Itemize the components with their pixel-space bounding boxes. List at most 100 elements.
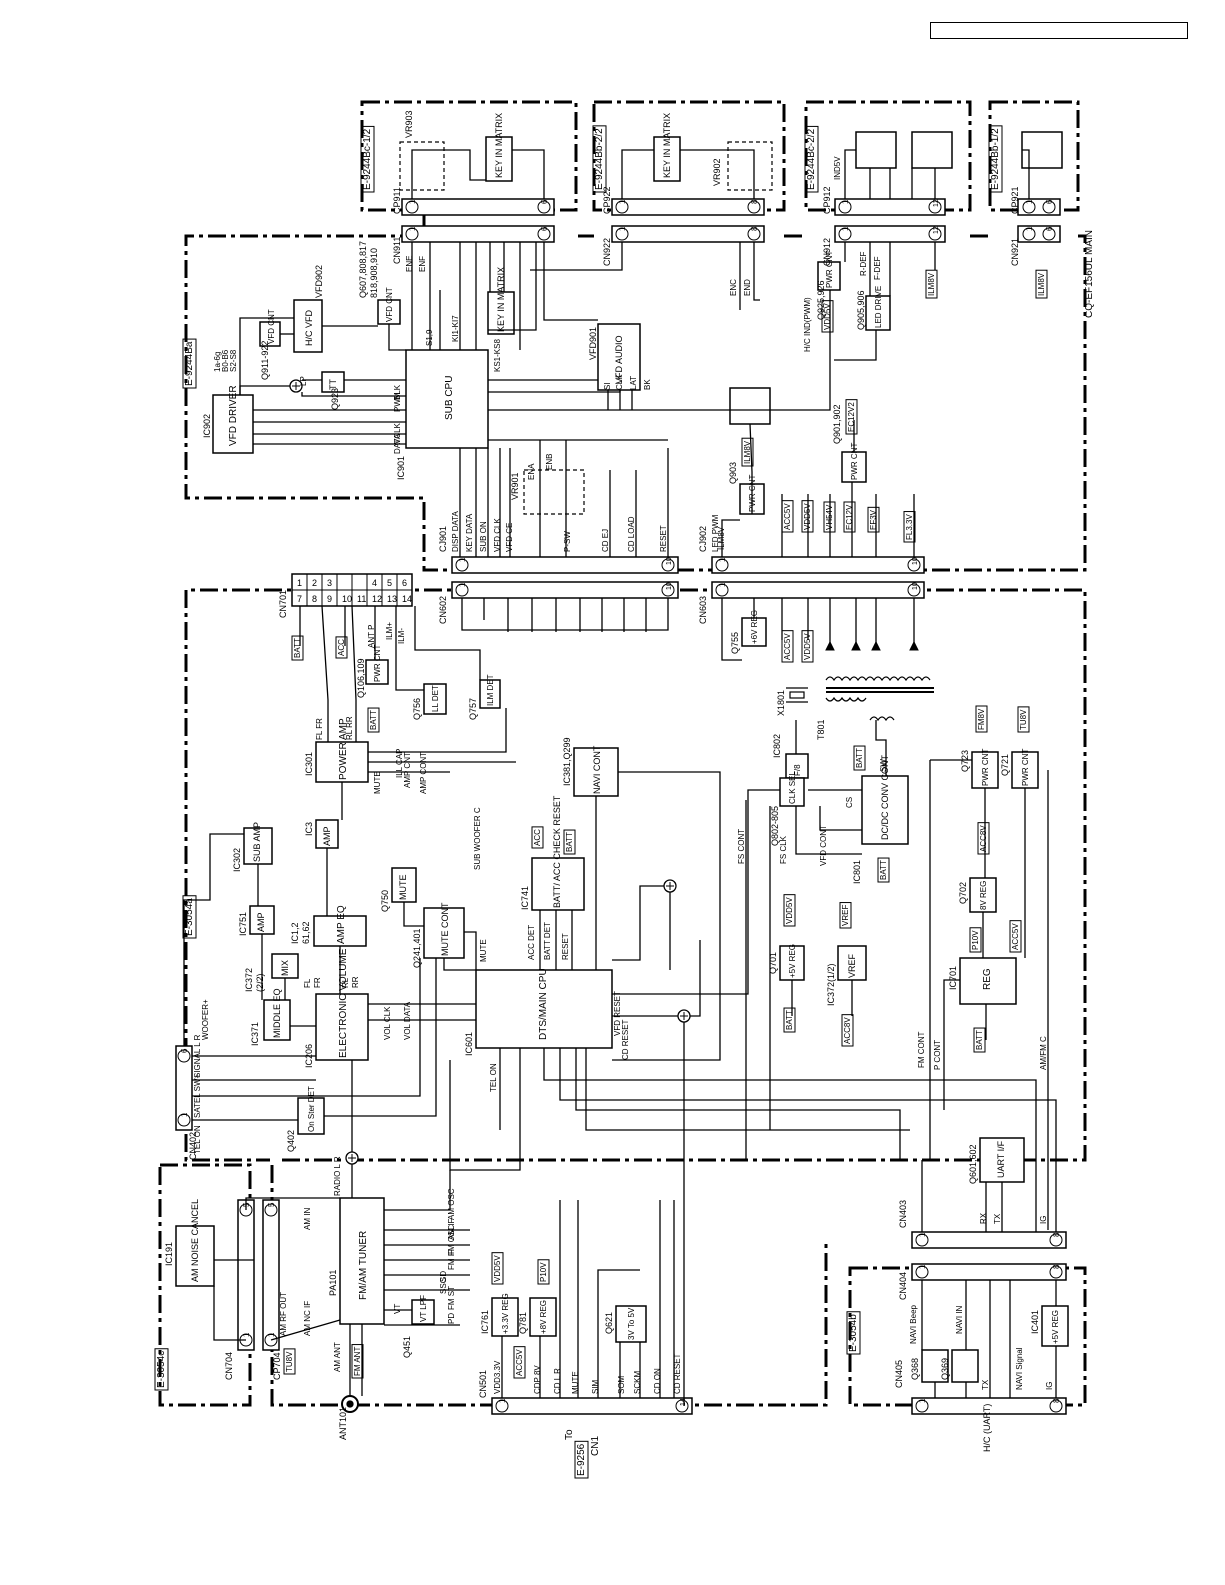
block-mix (271, 953, 299, 979)
sig-mute: MUTE (373, 771, 382, 794)
diodes (825, 640, 919, 651)
sig-fr: FR (313, 977, 322, 988)
part-ic601: IC601 (464, 1032, 474, 1056)
sig-acc-box (335, 636, 348, 659)
sig-vdd5v-5: VDD5V (493, 1255, 502, 1282)
pin-8-cn922: 8 (750, 226, 759, 231)
sig-cd-load: CD LOAD (627, 516, 636, 552)
header-box (930, 22, 1188, 39)
text-navi-cont: NAVI CONT (592, 745, 602, 794)
sig-am-rf-out: AM RF OUT (279, 1292, 288, 1336)
sig-end: END (743, 279, 752, 296)
label-cp704: CP704 (272, 1352, 282, 1380)
sig-fm-osc: FM OSC (447, 1225, 456, 1256)
sig-reset: RESET (659, 525, 668, 552)
block-dts-main-cpu (475, 969, 613, 1049)
pin-1-cn602: 1 (458, 582, 467, 587)
text-mute-cont: MUTE CONT (440, 902, 450, 956)
part-ic381: IC381,Q299 (562, 737, 572, 786)
part-q901: Q901,902 (832, 404, 842, 444)
sig-amp-cont: AMP CONT (419, 752, 428, 794)
part-ic802: IC802 (772, 734, 782, 758)
board-label-audio: E-3054a (184, 898, 195, 936)
pin-1-cp912: 1 (841, 199, 850, 204)
sig-fl: FL (303, 978, 312, 988)
text-5v-reg: +5V REG (788, 944, 797, 978)
part-q721: Q721 (1000, 754, 1010, 776)
sig-vh54v: VH54V (825, 504, 834, 530)
pin-1-cj902: 1 (718, 557, 727, 562)
label-cn912: CN912 (822, 238, 832, 266)
cn701-pin: 5 (387, 578, 392, 588)
part-q750: Q750 (380, 890, 390, 912)
sig-acc5v-2: ACC5V (783, 633, 792, 660)
part-q601: Q601,602 (968, 1144, 978, 1184)
text-middle-eq: MIDDLE EQ (272, 988, 282, 1038)
part-ic372b: (2/2) (255, 973, 265, 992)
sig-ilm8v-2-box (1035, 269, 1048, 299)
part-ic801: IC801 (852, 860, 862, 884)
text-uart: UART I/F (996, 1140, 1006, 1178)
board-label-vr903-box (360, 125, 375, 193)
text-amp-2: AMP (256, 912, 266, 932)
label-cp922: CP922 (602, 186, 612, 214)
text-reg: REG (982, 968, 993, 990)
sig-batt-7: BATT (975, 1030, 984, 1050)
text-am-noise-cancel: AM NOISE CANCEL (190, 1199, 200, 1282)
label-cn403: CN403 (898, 1200, 908, 1228)
part-q701: Q701 (768, 952, 778, 974)
pin-1-cp704: 1 (267, 1332, 276, 1337)
block-am-noise-cancel (175, 1225, 215, 1287)
block-middle-eq (263, 999, 291, 1041)
sig-ssc: SSC (439, 1277, 448, 1294)
sig-hc-ind: H/C IND(PWM) (803, 297, 812, 352)
label-cn921: CN921 (1010, 238, 1020, 266)
part-q757: Q757 (468, 698, 478, 720)
pin-5-cn704: 5 (242, 1202, 251, 1207)
sig-am-if: AM IF (447, 1219, 456, 1240)
block-clk-sel (779, 777, 805, 807)
text-pwr-cnt-6: PWR CNT (1021, 749, 1030, 786)
sig-ilm8v-3-box (741, 437, 754, 467)
sig-p10v: P10V (971, 930, 980, 950)
block-pwr-cnt-3 (841, 451, 867, 483)
wiring (183, 149, 1057, 1406)
pin-12-cn912: 12 (933, 226, 940, 234)
block-led-2 (911, 131, 953, 169)
part-ic901: IC901 (396, 456, 406, 480)
sig-vdd5v-3-box (821, 300, 834, 333)
sig-ilm8v-box (925, 269, 938, 299)
board-label-led-b: E-9244Bb-1/2 (990, 128, 1001, 190)
block-8v-reg-2 (529, 1297, 557, 1337)
sig-mute-2: MUTE (479, 939, 488, 962)
text-hc-vfd: H/C VFD (304, 309, 314, 346)
part-q621: Q621 (604, 1312, 614, 1334)
part-ic12: IC1,2 (290, 922, 300, 944)
part-vr902: VR902 (712, 158, 722, 186)
board-outlines (158, 100, 1087, 1407)
label-cn602: CN602 (438, 596, 448, 624)
sig-fm8v-box (975, 705, 988, 733)
sig-batt: BATT (293, 638, 302, 658)
sig-si: SI (603, 382, 612, 390)
pin-1-cn603: 1 (718, 582, 727, 587)
pin-6-cn911: 6 (540, 226, 549, 231)
text-key-in-matrix-1: KEY IN MATRIX (494, 113, 504, 178)
part-vr901: VR901 (510, 472, 520, 500)
sig-batt-2: BATT (369, 710, 378, 730)
board-label-to-board-box (574, 1440, 589, 1479)
sig-sckm: SCKM (633, 1371, 642, 1394)
sig-blk: BLK (393, 384, 402, 400)
pin-1-cp922: 1 (618, 199, 627, 204)
block-tt (321, 371, 345, 393)
part-q755: Q755 (730, 632, 740, 654)
strip-cn704 (237, 1199, 255, 1351)
cn701-pin: 2 (312, 578, 317, 588)
part-q402: Q402 (286, 1130, 296, 1152)
block-led-1 (855, 131, 897, 169)
sig-ks1: KS1-KS8 (493, 339, 502, 372)
text-pwr-cnt-2: PWR CNT (748, 475, 757, 512)
text-3v-5v: 3V To 5V (627, 1307, 636, 1340)
text-vfd-audio: VFD AUDIO (614, 335, 624, 384)
